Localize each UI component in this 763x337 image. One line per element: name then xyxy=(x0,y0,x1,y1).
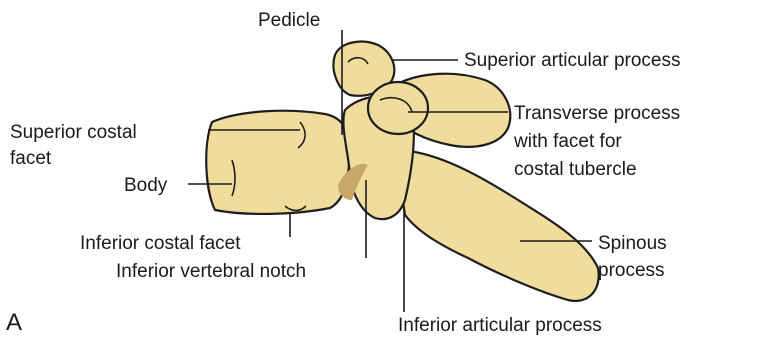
label-inferior-articular-process: Inferior articular process xyxy=(398,315,602,336)
vertebral-body-shape xyxy=(206,111,350,214)
label-superior-articular-process: Superior articular process xyxy=(464,50,680,71)
label-inferior-vertebral-notch: Inferior vertebral notch xyxy=(116,261,306,282)
label-transverse-process-line3: costal tubercle xyxy=(514,159,637,180)
label-spinous-process-line2: process xyxy=(598,260,665,281)
figure-letter: A xyxy=(6,309,22,336)
label-superior-costal-facet-line2: facet xyxy=(10,148,52,169)
label-superior-costal-facet-line1: Superior costal xyxy=(10,122,137,143)
label-inferior-costal-facet: Inferior costal facet xyxy=(80,233,241,254)
label-transverse-process-line2: with facet for xyxy=(513,131,622,152)
label-transverse-process-line1: Transverse process xyxy=(514,103,680,124)
label-body: Body xyxy=(124,175,168,196)
label-pedicle: Pedicle xyxy=(258,10,320,31)
label-spinous-process-line1: Spinous xyxy=(598,233,667,254)
transverse-facet-knob xyxy=(368,82,428,134)
